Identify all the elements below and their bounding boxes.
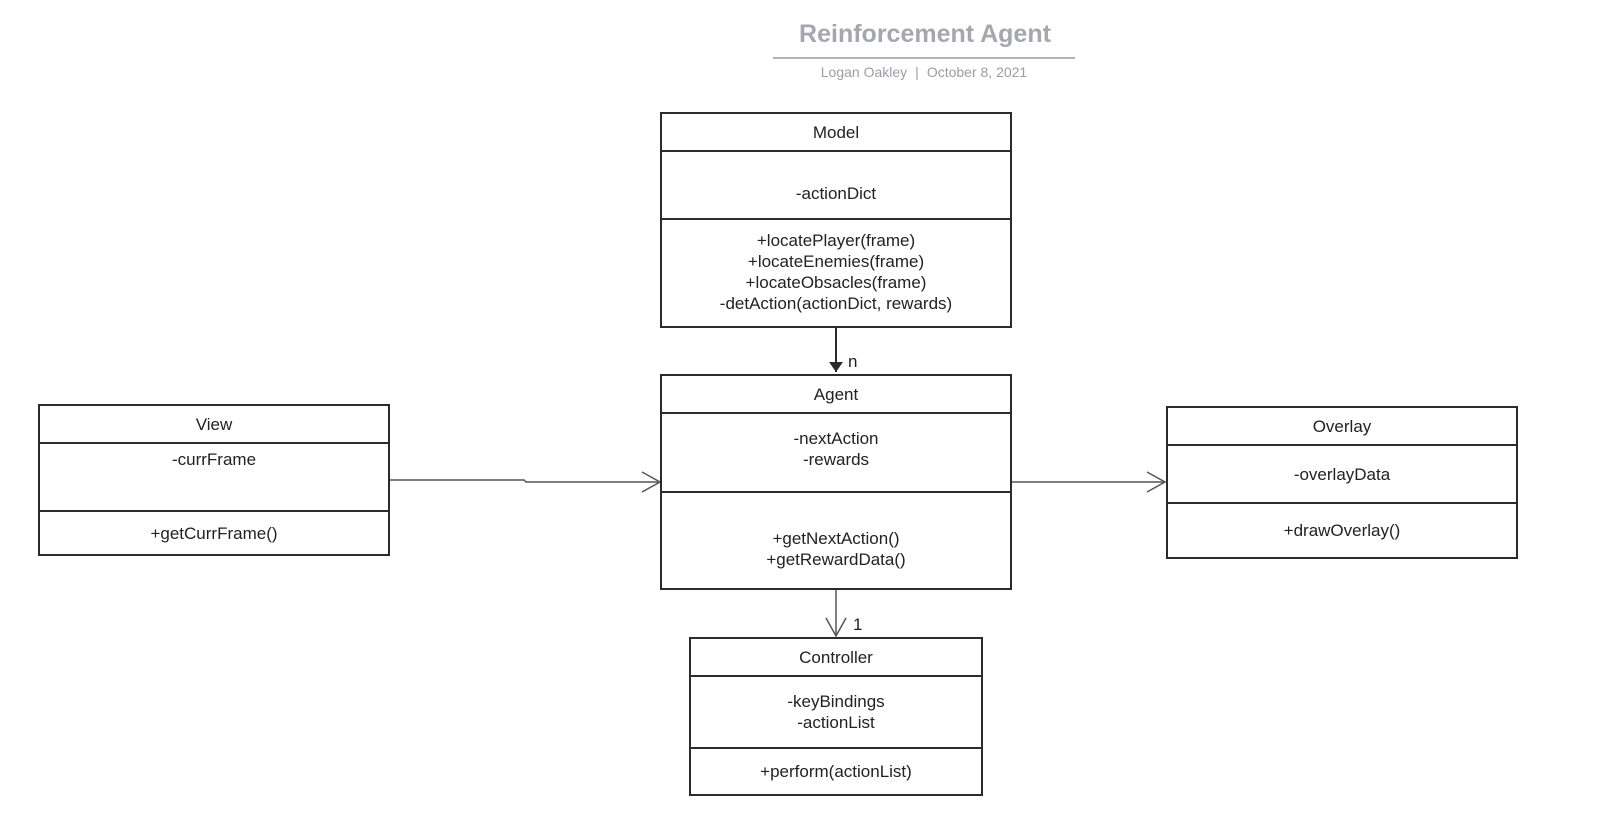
class-view-name-section: View: [40, 406, 388, 442]
class-controller-attributes: -keyBindings -actionList: [691, 675, 981, 747]
diagram-subtitle: Logan Oakley | October 8, 2021: [773, 64, 1075, 80]
view-agent-association: [389, 479, 658, 483]
diagram-date: October 8, 2021: [926, 64, 1028, 80]
class-overlay-attributes: -overlayData: [1168, 444, 1516, 502]
class-agent-methods: +getNextAction() +getRewardData(): [662, 491, 1010, 588]
class-model-name-section: Model: [662, 114, 1010, 150]
method: +getRewardData(): [766, 550, 906, 569]
attribute: -actionDict: [795, 184, 877, 203]
class-overlay[interactable]: Overlay -overlayData +drawOverlay(): [1166, 406, 1518, 559]
subtitle-separator: |: [915, 64, 919, 80]
method: -detAction(actionDict, rewards): [719, 294, 953, 313]
class-view-attributes: -currFrame: [40, 442, 388, 510]
attribute: -keyBindings: [787, 692, 885, 711]
author-name: Logan Oakley: [820, 64, 908, 80]
multiplicity-n: n: [848, 352, 858, 371]
attribute: -nextAction: [793, 429, 879, 448]
attribute: -overlayData: [1293, 464, 1391, 484]
method: +perform(actionList): [760, 762, 912, 781]
class-model[interactable]: Model -actionDict +locatePlayer(frame) +…: [660, 112, 1012, 328]
class-overlay-name: Overlay: [1312, 416, 1372, 436]
class-agent-name-section: Agent: [662, 376, 1010, 412]
method: +getCurrFrame(): [150, 523, 278, 543]
attribute: -currFrame: [171, 450, 257, 469]
method: +locateObsacles(frame): [745, 273, 927, 292]
class-view-name: View: [195, 414, 233, 434]
method: +locatePlayer(frame): [756, 231, 916, 250]
class-model-name: Model: [812, 122, 860, 142]
class-overlay-name-section: Overlay: [1168, 408, 1516, 444]
method: +drawOverlay(): [1283, 521, 1401, 540]
title-underline: [773, 57, 1075, 59]
class-model-methods: +locatePlayer(frame) +locateEnemies(fram…: [662, 218, 1010, 326]
attribute: -actionList: [797, 713, 875, 732]
attribute: -rewards: [802, 450, 870, 469]
class-overlay-methods: +drawOverlay(): [1168, 502, 1516, 557]
agent-overlay-arrowhead: [1146, 471, 1167, 493]
class-controller-name-section: Controller: [691, 639, 981, 675]
class-model-attributes: -actionDict: [662, 150, 1010, 218]
method: +locateEnemies(frame): [747, 252, 925, 271]
class-agent-name: Agent: [813, 384, 859, 404]
agent-controller-arrowhead: [825, 617, 847, 638]
class-view[interactable]: View -currFrame +getCurrFrame(): [38, 404, 390, 556]
method: +getNextAction(): [772, 529, 900, 548]
class-controller-methods: +perform(actionList): [691, 747, 981, 794]
multiplicity-1: 1: [853, 615, 863, 634]
diagram-title: Reinforcement Agent: [799, 20, 1051, 48]
class-agent[interactable]: Agent -nextAction -rewards +getNextActio…: [660, 374, 1012, 590]
class-agent-attributes: -nextAction -rewards: [662, 412, 1010, 491]
class-controller[interactable]: Controller -keyBindings -actionList +per…: [689, 637, 983, 796]
class-controller-name: Controller: [799, 647, 873, 667]
class-view-methods: +getCurrFrame(): [40, 510, 388, 554]
